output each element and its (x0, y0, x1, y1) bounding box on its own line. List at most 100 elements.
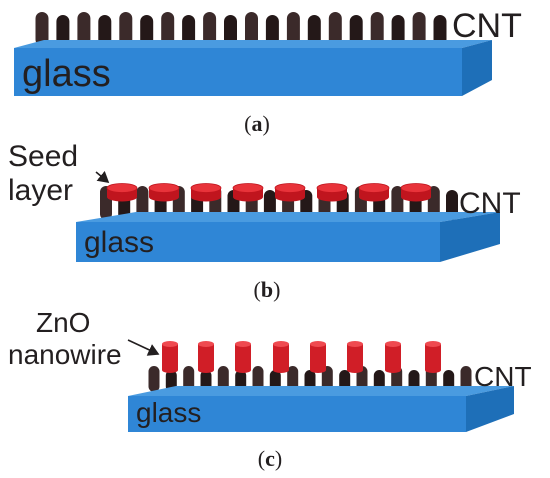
carbon-nanotube (460, 366, 472, 392)
carbon-nanotube (140, 15, 154, 46)
seed-layer-disc-top (400, 183, 432, 193)
carbon-nanotube (77, 12, 91, 46)
carbon-nanotube (287, 366, 299, 392)
seed-layer-label-line1: Seed (8, 140, 78, 173)
zno-nanowire-body (425, 344, 441, 370)
carbon-nanotube (182, 15, 196, 46)
zno-nanowire-bottom (347, 367, 363, 373)
carbon-nanotube (252, 366, 264, 392)
zno-nanowire-body (310, 344, 326, 370)
zno-nanowire-bottom (310, 367, 326, 373)
zno-nanowire-top (385, 341, 401, 347)
carbon-nanotube (35, 12, 49, 46)
glass-slab-side (462, 40, 492, 96)
cnt-label: CNT (452, 7, 522, 45)
zno-nanowire-body (162, 344, 178, 370)
panel-c: glass CNT ZnO nanowire (c) (8, 307, 532, 471)
glass-slab-top (76, 212, 500, 222)
panel-a-substrate (14, 40, 492, 96)
seed-layer-disc-top (316, 183, 348, 193)
cnt-label: CNT (474, 361, 532, 392)
panel-c-nanowires (162, 341, 441, 373)
zno-nanowire-top (198, 341, 214, 347)
carbon-nanotube (245, 12, 258, 46)
glass-slab-top (128, 386, 514, 396)
seed-layer-label-line2: layer (8, 174, 73, 207)
carbon-nanotube (98, 15, 112, 46)
panel-b-substrate (76, 212, 500, 262)
carbon-nanotube (307, 15, 321, 46)
zno-nanowire-bottom (425, 367, 441, 373)
seed-layer-pointer-arrow (95, 170, 110, 184)
cnt-label: CNT (459, 187, 521, 220)
zno-nanowire-bottom (235, 367, 251, 373)
seed-layer-disc-bottom (275, 192, 305, 202)
carbon-nanotube (148, 366, 160, 392)
seed-layer-disc-top (274, 183, 306, 193)
seed-layer-disc-bottom (233, 192, 263, 202)
carbon-nanotube (412, 12, 426, 46)
glass-slab-front (14, 48, 462, 96)
glass-slab-top (14, 40, 492, 48)
zno-nanowire-body (273, 344, 289, 370)
zno-nanowire-body (347, 344, 363, 370)
carbon-nanotube (203, 12, 217, 46)
panel-caption: (a) (244, 111, 270, 136)
carbon-nanotube (370, 12, 384, 46)
carbon-nanotube (161, 12, 175, 46)
zno-nanowire-body (385, 344, 401, 370)
seed-layer-disc-bottom (317, 192, 347, 202)
carbon-nanotube (321, 366, 333, 392)
substrate-label: glass (136, 397, 201, 428)
zno-nanowire-top (347, 341, 363, 347)
substrate-label: glass (84, 226, 154, 259)
glass-slab-side (466, 386, 514, 432)
seed-layer-disc-bottom (107, 192, 137, 202)
seed-layer-disc-top (148, 183, 180, 193)
carbon-nanotube (183, 366, 195, 392)
seed-layer-disc-bottom (401, 192, 431, 202)
zno-nanowire-top (310, 341, 326, 347)
carbon-nanotube (56, 15, 70, 46)
panel-a: glass CNT (a) (14, 7, 522, 136)
panel-b: glass CNT Seed layer (b) (8, 140, 521, 302)
substrate-label: glass (22, 53, 111, 95)
zno-nanowire-body (235, 344, 251, 370)
carbon-nanotube (391, 15, 405, 46)
carbon-nanotube (391, 186, 404, 220)
carbon-nanotube (265, 15, 279, 46)
zno-nanowire-top (425, 341, 441, 347)
seed-layer-disc-top (232, 183, 264, 193)
zno-nanowire-bottom (273, 367, 289, 373)
zno-nanowire-top (235, 341, 251, 347)
panel-caption: (b) (254, 277, 281, 302)
glass-slab-side (440, 212, 500, 262)
carbon-nanotube (224, 15, 237, 46)
zno-nanowire-bottom (198, 367, 214, 373)
panel-a-tubes (35, 12, 447, 46)
zno-nanowire-top (162, 341, 178, 347)
carbon-nanotube (433, 15, 447, 46)
zno-nanowire-label-line1: ZnO (36, 307, 90, 338)
seed-layer-disc-top (106, 183, 138, 193)
panel-b-seed-layer (106, 183, 432, 202)
glass-slab-front (128, 396, 466, 432)
panel-caption: (c) (258, 446, 282, 471)
glass-slab-front (76, 222, 440, 262)
seed-layer-disc-bottom (149, 192, 179, 202)
zno-nanowire-body (198, 344, 214, 370)
zno-nanowire-bottom (162, 367, 178, 373)
seed-layer-disc-top (358, 183, 390, 193)
carbon-nanotube (328, 12, 342, 46)
carbon-nanotube (136, 186, 149, 220)
zno-nanowire-bottom (385, 367, 401, 373)
carbon-nanotube (119, 12, 133, 46)
seed-layer-disc-bottom (359, 192, 389, 202)
zno-nanowire-label-line2: nanowire (8, 339, 122, 370)
carbon-nanotube (286, 12, 300, 46)
zno-nanowire-top (273, 341, 289, 347)
carbon-nanotube (217, 366, 229, 392)
zno-nanowire-pointer-arrow (127, 339, 160, 356)
seed-layer-disc-top (190, 183, 222, 193)
